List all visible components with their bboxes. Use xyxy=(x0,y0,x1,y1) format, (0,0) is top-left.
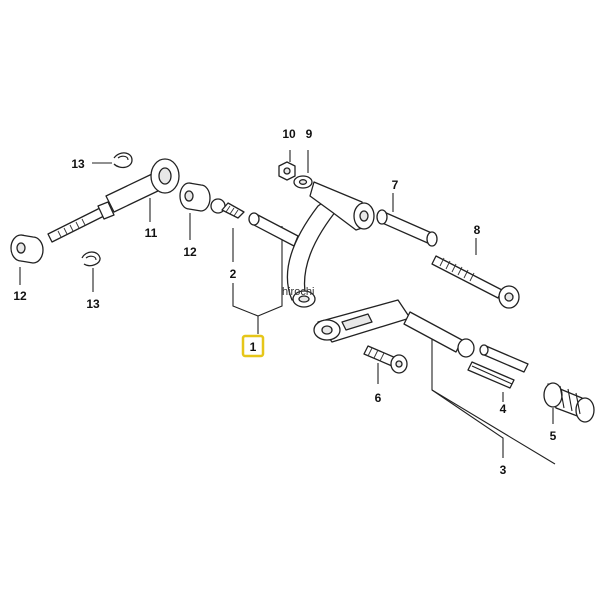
label-part-8: 8 xyxy=(474,223,481,237)
label-part-7: 7 xyxy=(392,178,399,192)
part-6-socket-bolt xyxy=(363,345,408,374)
label-part-5: 5 xyxy=(550,429,557,443)
label-part-6: 6 xyxy=(375,391,382,405)
part-11-rod-end xyxy=(47,158,180,243)
part-4-slotted-sleeve xyxy=(467,344,529,389)
label-part-2: 2 xyxy=(230,267,237,281)
label-part-9: 9 xyxy=(306,127,313,141)
part-3-pedal-arm xyxy=(313,299,475,358)
label-part-3: 3 xyxy=(500,463,507,477)
part-1-main-lever xyxy=(248,181,375,308)
part-9-washer xyxy=(293,175,313,189)
label-part-11: 11 xyxy=(145,226,158,240)
part-10-nut xyxy=(278,161,296,181)
part-2-ball-stud xyxy=(210,198,245,219)
leader-lines xyxy=(19,150,556,465)
part-8-long-bolt xyxy=(431,255,520,309)
label-part-1: 1 xyxy=(250,340,257,354)
part-5-foot-peg xyxy=(543,382,595,423)
label-part-13-lower: 13 xyxy=(86,297,100,311)
label-part-12-left: 12 xyxy=(13,289,27,303)
part-13-lower-clip xyxy=(81,251,101,267)
label-part-4: 4 xyxy=(500,402,507,416)
part-12-center-spacer xyxy=(179,182,211,212)
part-number-labels: 1 2 3 4 5 6 7 8 9 10 11 12 12 13 13 xyxy=(13,127,556,477)
watermark: hirochi xyxy=(282,286,314,298)
label-part-10: 10 xyxy=(282,127,296,141)
label-part-12-center: 12 xyxy=(183,245,197,259)
label-part-13-upper: 13 xyxy=(71,157,85,171)
part-7-sleeve xyxy=(376,209,438,247)
part-1-highlight-box xyxy=(241,334,265,358)
part-13-upper-clip xyxy=(113,152,133,169)
part-12-left-spacer xyxy=(10,234,44,264)
